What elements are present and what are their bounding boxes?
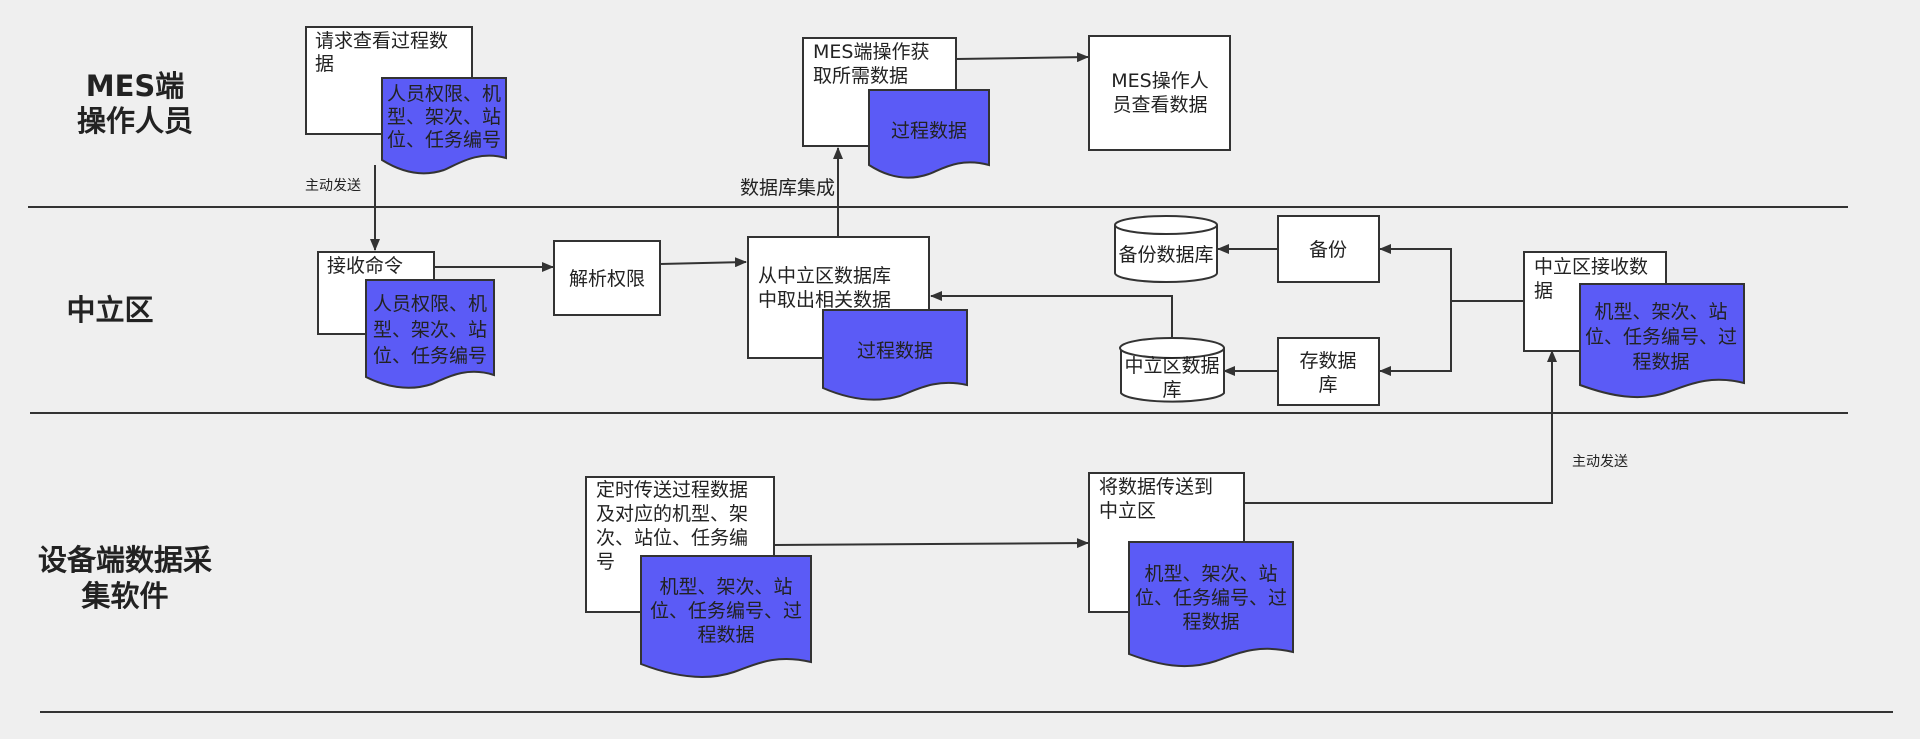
node-neutral-db: 中立区数据库 [1119,337,1225,403]
text-line: 过程数据 [891,120,967,142]
text-line: 集软件 [80,579,168,613]
text-line: 型、架次、站 [387,106,501,128]
text-line: 位、任务编号 [373,345,487,367]
text-line: 程数据 [1632,351,1689,373]
text-line: 型、架次、站 [373,319,487,341]
svg-text:人员权限、机型、架次、站位、任务编号: 人员权限、机型、架次、站位、任务编号 [387,83,501,151]
node-request-doc: 人员权限、机型、架次、站位、任务编号 [381,77,507,175]
text-line: 机型、架次、站 [1594,301,1727,323]
text-line: 员查看数据 [1112,94,1207,116]
lane-label-mes: MES端操作人员 [77,69,193,138]
text-line: 库 [1318,374,1337,396]
svg-text:中立区接收数据: 中立区接收数据 [1534,256,1648,302]
svg-text:人员权限、机型、架次、站位、任务编号: 人员权限、机型、架次、站位、任务编号 [373,293,487,367]
svg-text:备份: 备份 [1309,239,1347,261]
text-line: 及对应的机型、架 [596,503,748,525]
svg-text:机型、架次、站位、任务编号、过程数据: 机型、架次、站位、任务编号、过程数据 [1135,563,1287,633]
node-backup-db: 备份数据库 [1114,215,1218,283]
node-mes-view: MES操作人员查看数据 [1088,35,1231,151]
svg-text:定时传送过程数据及对应的机型、架次、站位、任务编号: 定时传送过程数据及对应的机型、架次、站位、任务编号 [596,479,748,573]
text-line: 人员权限、机 [387,83,501,105]
node-parse: 解析权限 [553,240,661,316]
node-receive-cmd-doc: 人员权限、机型、架次、站位、任务编号 [365,279,495,389]
text-line: 解析权限 [569,268,645,290]
edge-mes-fetch-to-view [955,52,1089,63]
text-line: 位、任务编号、过 [650,600,802,622]
text-line: 设备端数据采 [38,543,212,577]
text-line: 备份数据库 [1118,244,1213,266]
text-line: 存数据 [1299,350,1356,372]
edge-timed-to-send [774,538,1089,549]
text-line: 据 [315,53,334,75]
edge-receive-to-backup [1379,244,1524,302]
edge-receive-to-store [1379,301,1452,376]
text-line: 库 [1162,379,1181,401]
svg-text:请求查看过程数据: 请求查看过程数据 [315,30,448,75]
svg-text:过程数据: 过程数据 [857,340,933,362]
text-line: MES操作人 [1111,70,1208,92]
edge-parse-to-fetch [659,257,747,268]
svg-text:接收命令: 接收命令 [327,255,403,277]
text-line: 操作人员 [77,104,193,138]
edge-neutraldb-to-fetch [930,291,1173,338]
text-line: 接收命令 [327,255,403,277]
node-backup: 备份 [1277,215,1380,283]
node-timed-send-doc: 机型、架次、站位、任务编号、过程数据 [640,555,812,678]
node-neutral-receive-doc: 机型、架次、站位、任务编号、过程数据 [1579,283,1745,399]
text-line: 机型、架次、站 [1144,563,1277,585]
edge-send-to-neutral-receive [1244,350,1557,504]
text-line: 位、任务编号、过 [1585,326,1737,348]
text-line: 将数据传送到 [1099,476,1213,498]
svg-text:存数据库: 存数据库 [1299,350,1356,396]
text-line: 中取出相关数据 [758,289,891,311]
text-line: 过程数据 [857,340,933,362]
svg-text:解析权限: 解析权限 [569,268,645,290]
text-line: 中立区接收数 [1534,256,1648,278]
node-send-to-neutral-doc: 机型、架次、站位、任务编号、过程数据 [1128,541,1294,668]
text-line: 据 [1534,280,1553,302]
text-line: 中立区 [1099,500,1156,522]
text-line: 备份 [1309,239,1347,261]
svg-text:过程数据: 过程数据 [891,120,967,142]
edge-label-active-send-1: 主动发送 [305,178,361,194]
text-line: 号 [596,551,615,573]
text-line: 次、站位、任务编 [596,527,748,549]
svg-text:机型、架次、站位、任务编号、过程数据: 机型、架次、站位、任务编号、过程数据 [1585,301,1737,373]
text-line: 位、任务编号、过 [1135,587,1287,609]
svg-text:MES操作人员查看数据: MES操作人员查看数据 [1111,70,1208,116]
svg-text:备份数据库: 备份数据库 [1118,244,1213,266]
text-line: 定时传送过程数据 [596,479,748,501]
text-line: 位、任务编号 [387,129,501,151]
edge-label-db-integration: 数据库集成 [740,177,835,199]
text-line: 人员权限、机 [373,293,487,315]
svg-text:中立区数据库: 中立区数据库 [1124,355,1219,401]
text-line: 机型、架次、站 [659,576,792,598]
lane-label-neutral: 中立区 [66,293,153,327]
node-mes-fetch-doc: 过程数据 [868,89,990,179]
text-line: 程数据 [1182,611,1239,633]
text-line: 请求查看过程数 [315,30,448,52]
svg-text:将数据传送到中立区: 将数据传送到中立区 [1099,476,1213,522]
edge-label-active-send-2: 主动发送 [1572,454,1628,470]
text-line: 取所需数据 [813,65,908,87]
node-fetch-neutral-doc: 过程数据 [822,309,968,401]
text-line: MES端 [86,69,185,103]
text-line: 中立区 [66,293,153,327]
text-line: 程数据 [697,624,754,646]
text-line: MES端操作获 [813,41,929,63]
text-line: 从中立区数据库 [758,265,891,287]
svg-text:MES端操作获取所需数据: MES端操作获取所需数据 [813,41,929,87]
node-store: 存数据库 [1277,337,1380,406]
svg-text:机型、架次、站位、任务编号、过程数据: 机型、架次、站位、任务编号、过程数据 [650,576,802,646]
text-line: 中立区数据 [1124,355,1219,377]
lane-label-device: 设备端数据采集软件 [38,543,212,613]
svg-text:从中立区数据库中取出相关数据: 从中立区数据库中取出相关数据 [758,265,891,311]
